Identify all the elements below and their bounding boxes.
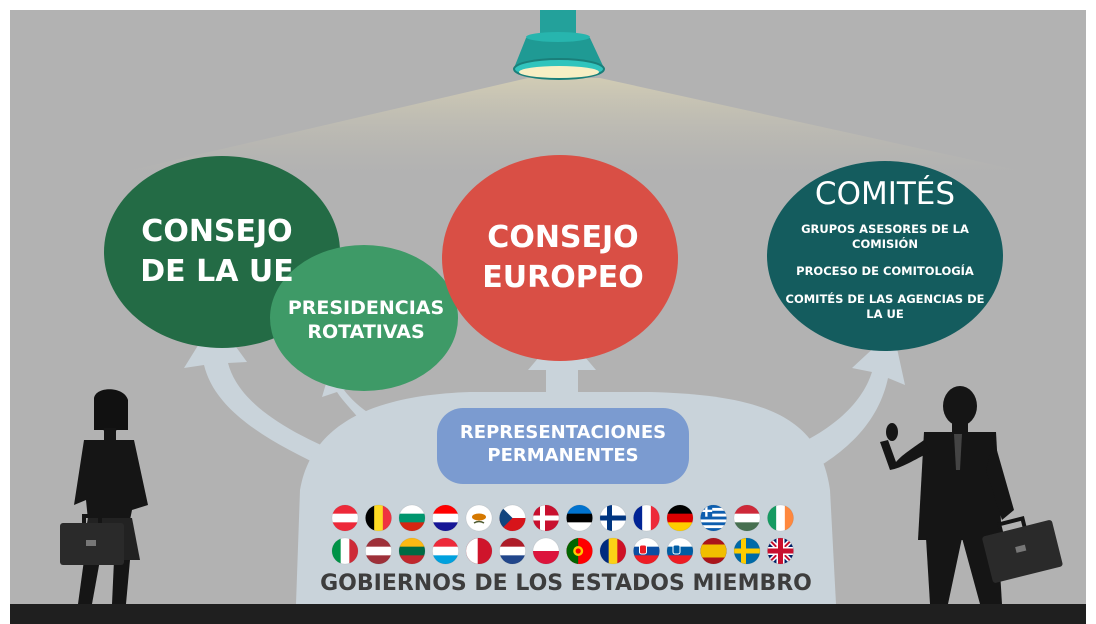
flag-greece-icon bbox=[700, 504, 727, 532]
flag-austria-icon bbox=[331, 504, 359, 532]
arrow-to-consejo-europeo bbox=[528, 330, 596, 400]
flags-group bbox=[331, 504, 794, 565]
flag-poland-icon bbox=[532, 537, 560, 565]
flag-portugal-icon bbox=[566, 537, 593, 565]
flag-denmark-icon bbox=[532, 504, 560, 532]
flag-czechia-icon bbox=[499, 504, 526, 532]
flag-luxembourg-icon bbox=[432, 537, 459, 565]
flag-cyprus-icon bbox=[465, 504, 493, 532]
ceiling-lamp-icon bbox=[513, 10, 605, 80]
flag-hungary-icon bbox=[733, 504, 761, 532]
flag-finland-icon bbox=[599, 504, 627, 532]
comites-item-comitologia: PROCESO DE COMITOLOGÍA bbox=[796, 264, 974, 278]
flag-france-icon bbox=[633, 504, 660, 532]
flag-ireland-icon bbox=[767, 504, 794, 532]
flag-latvia-icon bbox=[365, 537, 392, 565]
comites-item-agencias: COMITÉS DE LAS AGENCIAS DE LA UE bbox=[785, 292, 985, 321]
flag-malta-icon bbox=[465, 537, 493, 565]
arrow-to-comites bbox=[760, 330, 905, 482]
flag-romania-icon bbox=[599, 537, 627, 565]
flag-bulgaria-icon bbox=[398, 504, 426, 532]
flag-netherlands-icon bbox=[499, 537, 526, 565]
floor-bar bbox=[10, 604, 1086, 624]
briefcase-icon bbox=[60, 514, 124, 565]
consejo-ue-label: CONSEJO DE LA UE bbox=[140, 214, 294, 289]
flag-slovakia-icon bbox=[633, 537, 660, 565]
gobiernos-label: GOBIERNOS DE LOS ESTADOS MIEMBRO bbox=[320, 571, 812, 596]
consejo-europeo-label: CONSEJO EUROPEO bbox=[482, 220, 644, 295]
arrow-to-consejo-ue bbox=[184, 318, 352, 470]
flag-belgium-icon bbox=[365, 504, 392, 532]
presidencias-label: PRESIDENCIAS ROTATIVAS bbox=[287, 297, 445, 343]
flag-lithuania-icon bbox=[398, 537, 426, 565]
flag-italy-icon bbox=[331, 537, 359, 565]
light-beam bbox=[110, 78, 1040, 175]
flag-estonia-icon bbox=[566, 504, 593, 532]
flag-croatia-icon bbox=[432, 504, 459, 532]
comites-title: COMITÉS bbox=[814, 176, 956, 212]
flag-slovenia-icon bbox=[666, 537, 694, 565]
comites-circle bbox=[767, 161, 1003, 351]
flag-sweden-icon bbox=[733, 537, 761, 565]
comites-item-grupos-asesores: GRUPOS ASESORES DE LA COMISIÓN bbox=[801, 222, 969, 251]
briefcase-icon bbox=[982, 516, 1063, 583]
representaciones-pill bbox=[437, 408, 689, 484]
flag-united-kingdom-icon bbox=[767, 537, 794, 565]
representaciones-label: REPRESENTACIONES PERMANENTES bbox=[459, 422, 667, 466]
flag-germany-icon bbox=[666, 504, 694, 532]
flag-spain-icon bbox=[700, 537, 727, 565]
presidencias-circle bbox=[270, 245, 458, 391]
consejo-europeo-circle bbox=[442, 155, 678, 361]
